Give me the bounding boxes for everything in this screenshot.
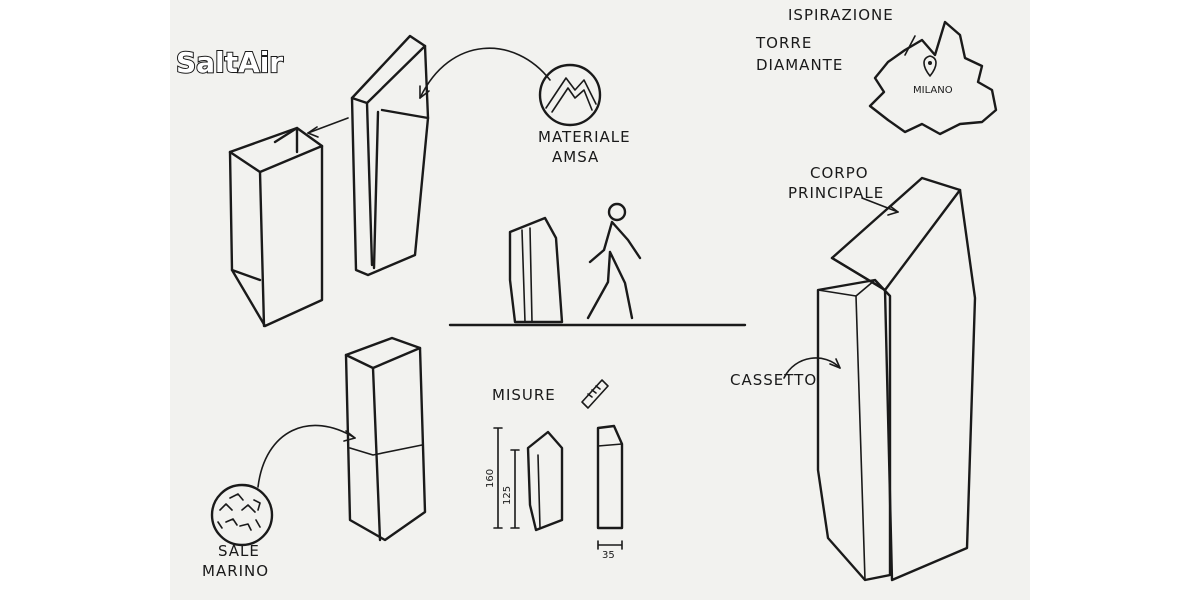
measure-lines: [493, 427, 623, 550]
dim-height-body: 125: [502, 486, 513, 505]
dim-width: 35: [602, 550, 615, 561]
totem-exploded-front: [350, 34, 430, 277]
sketch-sheet: SaltAir MATERIALE AMSA ISPIRAZIONE TORRE…: [170, 0, 1030, 600]
map-lombardia: [868, 20, 998, 136]
label-marino: MARINO: [202, 562, 269, 580]
main-body-drawing: [816, 176, 977, 582]
person-walking-icon: [586, 202, 642, 320]
concept-sketch: SaltAir MATERIALE AMSA ISPIRAZIONE TORRE…: [175, 6, 998, 582]
dim-height-total: 160: [485, 469, 496, 488]
arrow-corpo: [861, 197, 899, 213]
label-materiale: MATERIALE: [538, 128, 631, 146]
arrow-to-block: [307, 117, 349, 134]
label-ispirazione: ISPIRAZIONE: [788, 6, 894, 24]
misure-front-view: [526, 430, 564, 532]
ruler-icon: [581, 379, 609, 409]
map-pin-icon: [923, 55, 937, 77]
label-sale: SALE: [218, 542, 260, 560]
salt-crystals-icon: [210, 483, 274, 547]
label-milano: MILANO: [913, 85, 953, 96]
arrow-cassetto: [783, 357, 841, 379]
label-corpo: CORPO: [810, 164, 869, 182]
label-diamante: DIAMANTE: [756, 56, 843, 74]
label-cassetto: CASSETTO: [730, 371, 817, 389]
arrow-salt: [257, 424, 356, 488]
label-torre: TORRE: [755, 34, 812, 52]
block-salt-section: [344, 336, 427, 542]
block-open-top: [228, 126, 324, 328]
label-principale: PRINCIPALE: [788, 184, 884, 202]
arrow-material: [419, 47, 551, 99]
logo-saltair: SaltAir: [176, 46, 283, 79]
misure-side-view: [596, 424, 624, 530]
label-amsa: AMSA: [552, 148, 599, 166]
mountain-icon: [538, 63, 602, 127]
totem-small-scale: [508, 216, 564, 324]
label-misure: MISURE: [492, 386, 556, 404]
